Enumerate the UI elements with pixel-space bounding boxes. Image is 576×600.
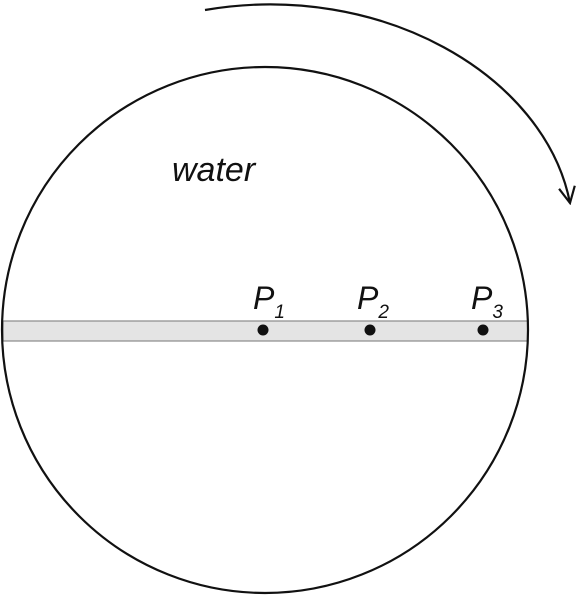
point-p1-letter: P — [253, 280, 275, 316]
point-p3-letter: P — [471, 280, 493, 316]
point-p2-subscript: 2 — [377, 302, 389, 323]
point-p3-label: P3 — [471, 280, 503, 323]
point-p2-label: P2 — [357, 280, 389, 323]
point-p3-marker — [477, 324, 489, 336]
water-label: water — [172, 151, 257, 189]
rotation-arrow-icon — [204, 3, 570, 203]
disk-outline — [0, 65, 530, 595]
point-p1-marker — [257, 324, 269, 336]
point-p3-subscript: 3 — [492, 302, 503, 323]
point-p1-label: P1 — [253, 280, 285, 323]
point-p1-subscript: 1 — [274, 302, 285, 323]
point-p2-marker — [364, 324, 376, 336]
point-p2-letter: P — [357, 280, 379, 316]
